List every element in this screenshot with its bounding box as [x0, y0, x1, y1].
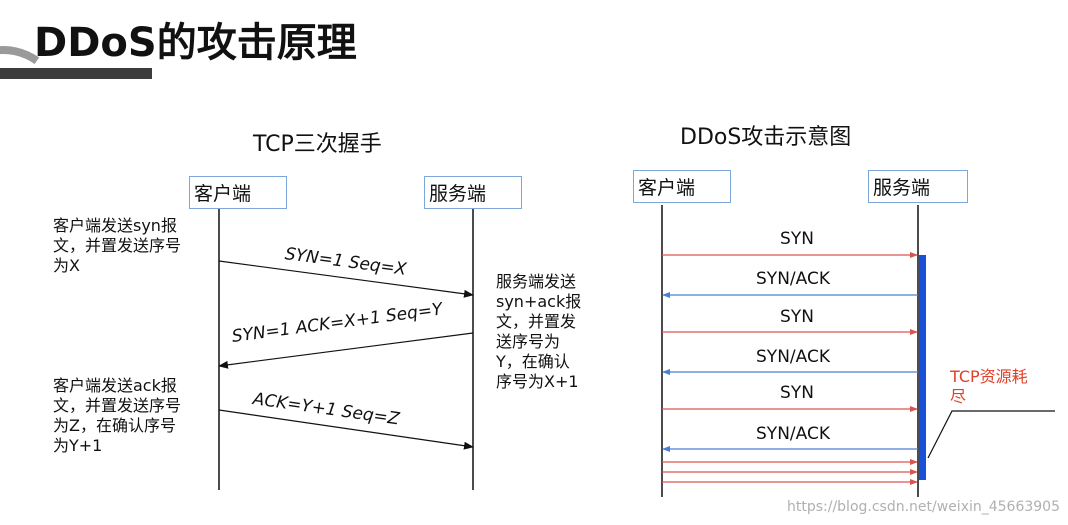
note-line: 客户端发送ack报 — [53, 376, 177, 395]
ddos-title: DDoS攻击示意图 — [680, 125, 852, 150]
handshake-client-label: 客户端 — [194, 183, 252, 205]
handshake-client-note-2: 客户端发送ack报 文，并置发送序号 为Z，在确认序号 为Y+1 — [53, 376, 181, 456]
page-title: DDoS的攻击原理 — [34, 20, 357, 66]
handshake-title: TCP三次握手 — [253, 132, 382, 157]
handshake-server-label: 服务端 — [429, 183, 487, 205]
note-line: 客户端发送syn报 — [53, 216, 177, 235]
ddos-server-label: 服务端 — [873, 177, 931, 199]
note-line: 为Z，在确认序号 — [53, 416, 176, 435]
note-line: syn+ack报 — [496, 292, 582, 311]
ddos-client-box: 客户端 — [633, 170, 731, 203]
note-line: 为Y+1 — [53, 436, 103, 455]
handshake-client-note-1: 客户端发送syn报 文，并置发送序号 为X — [53, 216, 181, 276]
note-line: 文，并置发 — [496, 312, 577, 331]
note-line: 序号为X+1 — [496, 372, 579, 391]
note-line: 送序号为 — [496, 332, 561, 351]
handshake-arrow-syn — [218, 260, 474, 298]
ddos-server-resource-bar — [919, 255, 926, 480]
exhaust-pointer-line — [927, 410, 1055, 459]
note-line: 服务端发送 — [496, 272, 577, 291]
note-line: 为X — [53, 256, 80, 275]
handshake-client-box: 客户端 — [189, 176, 287, 209]
note-line: 文，并置发送序号 — [53, 396, 182, 415]
note-line: 文，并置发送序号 — [53, 236, 182, 255]
handshake-server-box: 服务端 — [424, 176, 522, 209]
note-line: Y，在确认 — [496, 352, 570, 371]
ddos-msg-synack-3: SYN/ACK — [756, 424, 830, 444]
ddos-msg-synack-1: SYN/ACK — [756, 269, 830, 289]
tcp-exhaust-label: TCP资源耗 尽 — [950, 367, 1028, 407]
ddos-client-label: 客户端 — [638, 177, 696, 199]
handshake-arrow-synack — [218, 332, 474, 369]
exhaust-line: 尽 — [950, 387, 967, 406]
handshake-arrow-ack — [218, 409, 474, 450]
ddos-msg-syn-3: SYN — [780, 383, 814, 403]
ddos-server-box: 服务端 — [868, 170, 968, 203]
handshake-server-note: 服务端发送 syn+ack报 文，并置发 送序号为 Y，在确认 序号为X+1 — [496, 272, 581, 392]
title-underline-bar — [0, 68, 152, 79]
ddos-msg-syn-2: SYN — [780, 307, 814, 327]
ddos-msg-synack-2: SYN/ACK — [756, 347, 830, 367]
exhaust-line: TCP资源耗 — [950, 367, 1028, 386]
ddos-msg-syn-1: SYN — [780, 229, 814, 249]
watermark: https://blog.csdn.net/weixin_45663905 — [786, 499, 1060, 515]
